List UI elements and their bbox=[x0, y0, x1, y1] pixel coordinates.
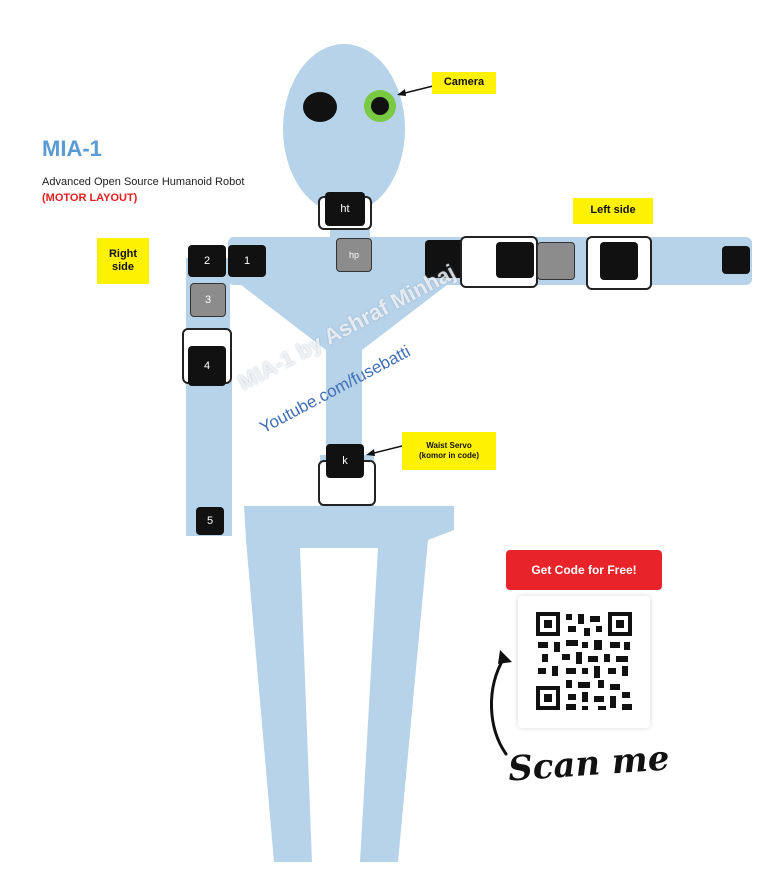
qr-code-icon bbox=[534, 610, 634, 714]
page-title: MIA-1 bbox=[42, 136, 102, 161]
servo-2: 2 bbox=[188, 245, 226, 277]
left-side-label: Left side bbox=[573, 198, 653, 224]
servo-hp: hp bbox=[336, 238, 372, 272]
waist-arrow-icon bbox=[366, 444, 407, 456]
camera-label: Camera bbox=[432, 72, 496, 94]
left-shoulder-servo-3 bbox=[537, 242, 575, 280]
right-side-label: Right side bbox=[97, 238, 149, 284]
left-eye bbox=[303, 92, 337, 122]
servo-5: 5 bbox=[196, 507, 224, 535]
servo-4: 4 bbox=[188, 346, 226, 386]
camera-lens-icon bbox=[371, 97, 389, 115]
robot-head bbox=[283, 44, 405, 214]
right-side-text: Right side bbox=[108, 247, 138, 273]
servo-ht: ht bbox=[325, 192, 365, 226]
camera-arrow-icon bbox=[397, 85, 434, 96]
camera-eye bbox=[364, 90, 396, 122]
left-shoulder-servo-2 bbox=[496, 242, 534, 278]
page-subtitle: Advanced Open Source Humanoid Robot bbox=[42, 176, 245, 188]
scan-arrow-icon bbox=[489, 650, 512, 756]
servo-3: 3 bbox=[190, 283, 226, 317]
waist-servo-title: Waist Servo bbox=[426, 441, 472, 451]
waist-servo-note: (komor in code) bbox=[418, 451, 479, 460]
left-hand-servo bbox=[722, 246, 750, 274]
servo-1: 1 bbox=[228, 245, 266, 277]
left-elbow-servo bbox=[600, 242, 638, 280]
left-shoulder-servo-1 bbox=[425, 240, 465, 278]
qr-code-card[interactable] bbox=[518, 596, 650, 728]
servo-k: k bbox=[326, 444, 364, 478]
robot-torso bbox=[228, 275, 460, 470]
get-code-button[interactable]: Get Code for Free! bbox=[506, 550, 662, 590]
motor-layout-label: (MOTOR LAYOUT) bbox=[42, 192, 138, 204]
waist-servo-label: Waist Servo (komor in code) bbox=[402, 432, 496, 470]
robot-legs bbox=[244, 506, 454, 862]
